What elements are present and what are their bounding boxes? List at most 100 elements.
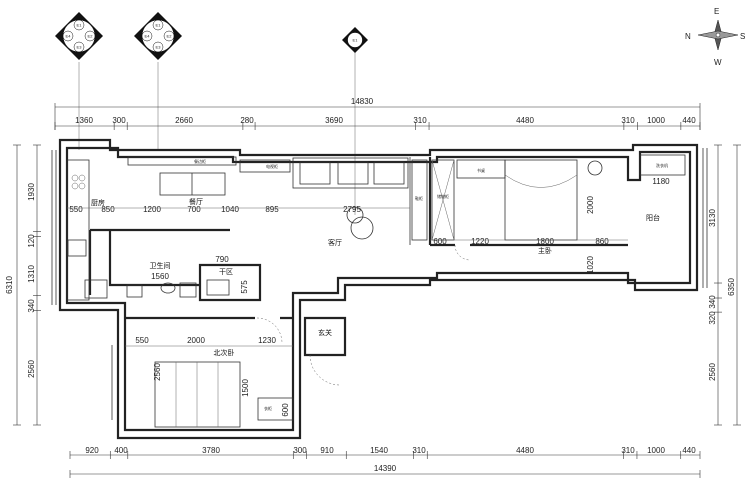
dim-total-top: 14830 [351, 97, 374, 106]
label-wardrobe: 储物柜 [437, 193, 449, 199]
room-labels: 厨房 餐厅 客厅 卫生间 干区 主卧 阳台 玄关 北次卧 [91, 197, 660, 357]
dim-bottom: 440 [682, 446, 696, 455]
marker-label: E2 [88, 34, 94, 39]
dim-top: 1000 [647, 116, 665, 125]
dim-inner: 1230 [258, 336, 276, 345]
dim-inner: 1220 [471, 237, 489, 246]
marker-label: E4 [145, 34, 151, 39]
dim-bottom: 910 [320, 446, 334, 455]
dim-inner: 2000 [586, 196, 595, 214]
dim-bottom: 4480 [516, 446, 534, 455]
label-dining-cabinet: 餐边柜 [194, 158, 206, 164]
dim-top: 2660 [175, 116, 193, 125]
dim-inner: 2000 [187, 336, 205, 345]
room-label-bathroom: 卫生间 [150, 261, 171, 270]
dim-inner: 600 [433, 237, 447, 246]
dim-inner: 1040 [221, 205, 239, 214]
compass-west-label: N [685, 32, 691, 41]
dim-bottom: 1540 [370, 446, 388, 455]
compass-south-label: W [714, 58, 722, 67]
dim-left: 1310 [27, 265, 36, 283]
room-label-master-bedroom: 主卧 [538, 246, 552, 255]
left-dimensions: 6310 1930 120 1310 340 2560 [5, 144, 41, 426]
dim-top: 3690 [325, 116, 343, 125]
dim-inner: 1560 [151, 272, 169, 281]
dim-right: 320 [708, 311, 717, 325]
dim-top: 440 [682, 116, 696, 125]
furniture-labels: 餐边柜 电视柜 鞋柜 储物柜 书桌 洗衣机 衣柜 [194, 158, 668, 411]
dim-left: 1930 [27, 183, 36, 201]
room-label-dry-zone: 干区 [219, 268, 233, 276]
room-label-dining: 餐厅 [189, 197, 203, 206]
top-dimensions: 14830 1360 300 2660 280 3690 310 4480 31… [54, 97, 701, 130]
dim-top: 300 [112, 116, 126, 125]
dim-total-right: 6350 [727, 278, 736, 296]
dim-inner: 1180 [652, 177, 670, 186]
dim-left: 340 [27, 299, 36, 313]
elevation-marker-group-2: E1 E2 E3 E4 [134, 12, 182, 150]
furniture [66, 154, 686, 428]
dim-inner: 600 [281, 403, 290, 417]
dim-inner: 575 [240, 280, 249, 294]
interior-walls [88, 157, 628, 357]
label-shoe-cabinet: 鞋柜 [415, 195, 423, 201]
label-closet-north: 衣柜 [264, 405, 272, 411]
label-desk: 书桌 [477, 167, 485, 173]
marker-label: E2 [167, 34, 173, 39]
interior-dims: 550 850 1200 700 1040 895 2795 1560 790 … [67, 177, 670, 417]
dim-inner: 1020 [586, 256, 595, 274]
room-label-north-bedroom: 北次卧 [214, 348, 235, 357]
dim-inner: 1500 [241, 379, 250, 397]
dim-top: 310 [413, 116, 427, 125]
dim-right: 3130 [708, 209, 717, 227]
dim-bottom: 920 [85, 446, 99, 455]
dim-inner: 550 [69, 205, 83, 214]
dim-left: 2560 [27, 360, 36, 378]
marker-label: E1 [156, 23, 162, 28]
dim-bottom: 300 [293, 446, 307, 455]
elevation-marker-group-1: E1 E2 E3 E4 [55, 12, 103, 150]
marker-label: E1 [77, 23, 83, 28]
dim-right: 2560 [708, 363, 717, 381]
label-tv-cabinet: 电视柜 [266, 163, 278, 169]
dim-top: 4480 [516, 116, 534, 125]
dim-inner: 1200 [143, 205, 161, 214]
dim-top: 310 [621, 116, 635, 125]
marker-label: E3 [77, 45, 83, 50]
compass-icon: E N S W [685, 7, 745, 67]
bottom-dimensions: 920 400 3780 300 910 1540 310 4480 310 1… [69, 446, 701, 478]
dim-inner: 790 [215, 255, 229, 264]
marker-label: E1 [353, 38, 359, 43]
dim-bottom: 400 [114, 446, 128, 455]
compass-east-label: S [740, 32, 745, 41]
room-label-balcony: 阳台 [646, 213, 660, 222]
marker-label: E3 [156, 45, 162, 50]
dim-left: 120 [27, 234, 36, 248]
dim-bottom: 1000 [647, 446, 665, 455]
outer-walls [51, 138, 708, 440]
dim-bottom: 3780 [202, 446, 220, 455]
dim-inner: 2560 [153, 363, 162, 381]
compass-north-label: E [714, 7, 719, 16]
dim-right: 340 [708, 295, 717, 309]
label-washer: 洗衣机 [656, 162, 668, 168]
dim-bottom: 310 [621, 446, 635, 455]
dim-top: 280 [240, 116, 254, 125]
room-label-living: 客厅 [328, 238, 342, 247]
dim-bottom: 310 [412, 446, 426, 455]
dim-inner: 700 [187, 205, 201, 214]
dim-total-bottom: 14390 [374, 464, 397, 473]
dim-inner: 895 [265, 205, 279, 214]
dim-top: 1360 [75, 116, 93, 125]
dim-inner: 850 [101, 205, 115, 214]
room-label-kitchen: 厨房 [91, 198, 105, 207]
dim-total-left: 6310 [5, 276, 14, 294]
dim-inner: 860 [595, 237, 609, 246]
right-dimensions: 3130 340 320 2560 6350 [708, 144, 741, 426]
elevation-marker-3: E1 [342, 27, 368, 215]
dim-inner: 1800 [536, 237, 554, 246]
dim-inner: 2795 [343, 205, 361, 214]
dim-inner: 550 [135, 336, 149, 345]
marker-label: E4 [66, 34, 72, 39]
